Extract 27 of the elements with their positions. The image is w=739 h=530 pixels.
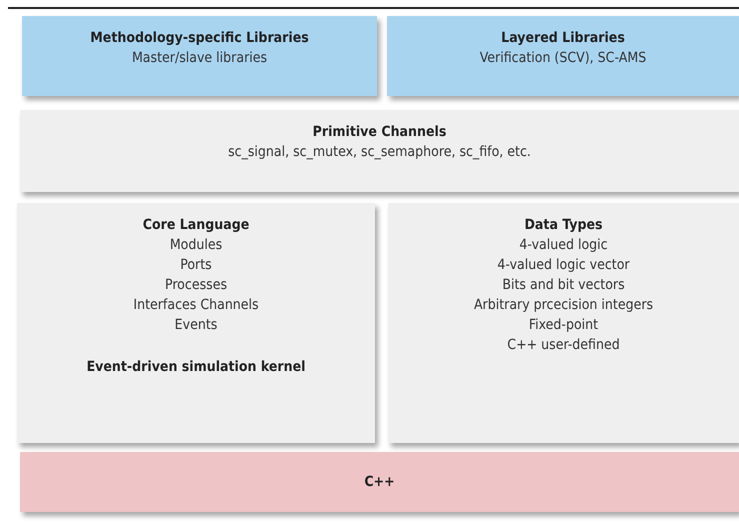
layer-box — [17, 203, 375, 443]
layer-footer: Event-driven simulation kernel — [86, 357, 306, 377]
layer-item: Verification (SCV), SC-AMS — [480, 49, 646, 68]
layer-item: Arbitrary prcecision integers — [474, 296, 654, 315]
layer-box — [388, 203, 739, 443]
layer-title: Data Types — [524, 216, 603, 235]
layer-title: Layered Libraries — [501, 29, 625, 48]
layer-item: Interfaces Channels — [133, 296, 259, 315]
layer-box — [22, 16, 377, 96]
layer-title: Core Language — [142, 216, 250, 235]
layer-box — [20, 452, 739, 512]
layer-item: Processes — [164, 276, 228, 295]
layer-title: Primitive Channels — [312, 123, 446, 142]
layer-item: Events — [174, 316, 218, 335]
layer-item: Modules — [170, 236, 222, 255]
layer-item: Bits and bit vectors — [502, 276, 625, 295]
layer-title: C++ — [364, 473, 395, 492]
layer-item: Ports — [180, 256, 212, 275]
layer-item: Master/slave libraries — [132, 49, 268, 68]
layer-item: sc_signal, sc_mutex, sc_semaphore, sc_fifo, etc. — [228, 143, 531, 162]
layer-title: Methodology-specific Libraries — [90, 29, 309, 48]
layer-item: 4-valued logic — [519, 236, 608, 255]
layer-item: 4-valued logic vector — [497, 256, 630, 275]
layer-box — [387, 16, 739, 96]
layer-item: Fixed-point — [528, 316, 598, 335]
layer-item: C++ user-defined — [507, 336, 620, 355]
layer-box — [20, 110, 739, 192]
